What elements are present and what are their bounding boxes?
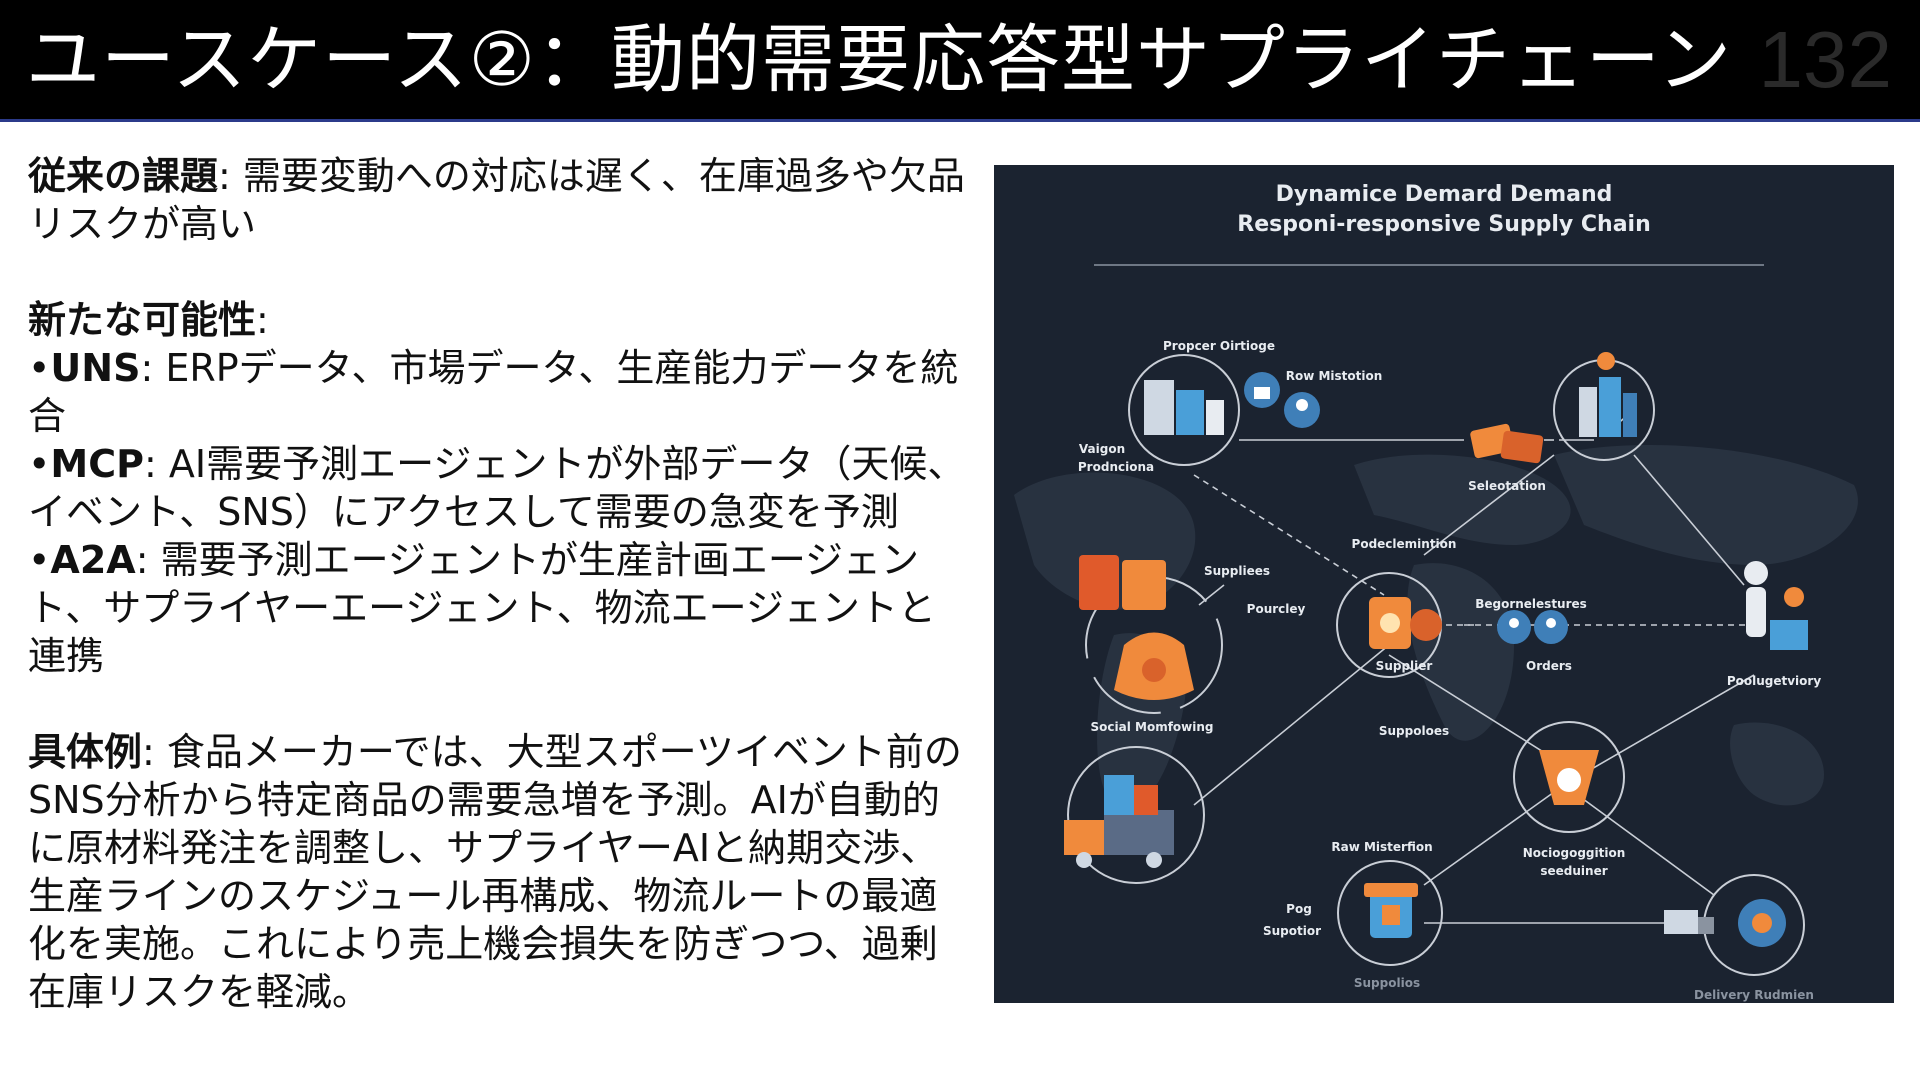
label-pourcley: Pourcley xyxy=(1247,602,1306,616)
label-seleotation: Seleotation xyxy=(1468,479,1546,493)
possibilities-label: 新たな可能性 xyxy=(28,298,257,342)
supply-chain-diagram: Dynamice Demard Demand Responi-responsiv… xyxy=(994,165,1894,1003)
possibility-text: 需要予測エージェントが生産計画エージェント、サプライヤーエージェント、物流エージ… xyxy=(28,538,936,678)
challenge-label: 従来の課題 xyxy=(28,154,219,198)
possibilities-heading: 新たな可能性: xyxy=(28,298,269,342)
example-paragraph: 具体例: 食品メーカーでは、大型スポーツイベント前のSNS分析から特定商品の需要… xyxy=(28,730,962,1014)
label-supplier: Supplier xyxy=(1376,659,1433,673)
possibility-text: ERPデータ、市場データ、生産能力データを統合 xyxy=(28,346,959,438)
diagram-labels: Propcer Oirtioge Row Mistotion Vaigon Pr… xyxy=(1078,339,1821,1002)
production-machine-icon xyxy=(1539,750,1599,805)
possibility-name: UNS xyxy=(50,346,141,390)
possibility-item-a2a: •A2A: 需要予測エージェントが生産計画エージェント、サプライヤーエージェント… xyxy=(28,538,936,678)
label-social-momfowing: Social Momfowing xyxy=(1091,720,1214,734)
challenge-text: 需要変動への対応は遅く、在庫過多や欠品リスクが高い xyxy=(28,154,965,246)
possibility-text: AI需要予測エージェントが外部データ（天候、イベント、SNS）にアクセスして需要… xyxy=(28,442,966,534)
label-suppolios: Suppolios xyxy=(1354,976,1420,990)
possibility-name: A2A xyxy=(50,538,136,582)
label-propcer: Propcer Oirtioge xyxy=(1163,339,1275,353)
example-text: 食品メーカーでは、大型スポーツイベント前のSNS分析から特定商品の需要急増を予測… xyxy=(28,730,962,1014)
example-label: 具体例 xyxy=(28,730,143,774)
label-pog: Pog xyxy=(1286,902,1312,916)
delivery-truck-icon xyxy=(1064,775,1174,868)
sack-icon xyxy=(1114,632,1194,700)
small-truck-icon xyxy=(1664,910,1714,934)
label-raw-misterfion: Raw Misterfion xyxy=(1331,840,1432,854)
possibility-name: MCP xyxy=(50,442,144,486)
slide-title: ユースケース②：動的需要応答型サプライチェーン xyxy=(26,17,1733,103)
diagram-title-line1: Dynamice Demard Demand xyxy=(1276,182,1613,207)
possibility-item-mcp: •MCP: AI需要予測エージェントが外部データ（天候、イベント、SNS）にアク… xyxy=(28,442,966,534)
label-begornelestures: Begornelestures xyxy=(1475,597,1587,611)
possibility-item-uns: •UNS: ERPデータ、市場データ、生産能力データを統合 xyxy=(28,346,959,438)
person-badge-icon xyxy=(1284,392,1320,428)
label-seeduiner: seeduiner xyxy=(1540,864,1607,878)
label-vaigon: Vaigon xyxy=(1079,442,1125,456)
warehouse-icon xyxy=(1579,352,1637,437)
gear-icon xyxy=(1738,899,1786,947)
ticket-icon xyxy=(1470,423,1544,464)
label-nociogoggition: Nociogoggition xyxy=(1523,846,1626,860)
label-raw-mistotion: Row Mistotion xyxy=(1286,369,1383,383)
label-prodnciona: Prodnciona xyxy=(1078,460,1154,474)
label-poolugetviory: Poolugetviory xyxy=(1727,674,1822,688)
label-orders: Orders xyxy=(1526,659,1572,673)
lock-icon xyxy=(1244,372,1280,408)
person-with-gear-icon xyxy=(1744,561,1808,650)
label-podeclemintion: Podeclemintion xyxy=(1352,537,1457,551)
challenge-paragraph: 従来の課題: 需要変動への対応は遅く、在庫過多や欠品リスクが高い xyxy=(28,154,965,246)
label-delivery-rudmien: Delivery Rudmien xyxy=(1694,988,1814,1002)
label-suppliees: Suppliees xyxy=(1204,564,1270,578)
label-suppoloes: Suppoloes xyxy=(1379,724,1449,738)
supplier-box-icon xyxy=(1369,597,1442,649)
title-bar: ユースケース②：動的需要応答型サプライチェーン 132 xyxy=(0,0,1920,122)
order-badges-icon xyxy=(1497,610,1568,644)
diagram-title-line2: Responi-responsive Supply Chain xyxy=(1237,212,1651,237)
page-number: 132 xyxy=(1758,15,1892,104)
storage-crate-icon xyxy=(1364,883,1418,938)
snack-packages-icon xyxy=(1079,555,1166,610)
factory-icon xyxy=(1144,380,1224,435)
supply-chain-illustration: Dynamice Demard Demand Responi-responsiv… xyxy=(994,165,1894,1003)
slide-body: 従来の課題: 需要変動への対応は遅く、在庫過多や欠品リスクが高い 新たな可能性:… xyxy=(28,152,973,1016)
label-supotior: Supotior xyxy=(1263,924,1321,938)
